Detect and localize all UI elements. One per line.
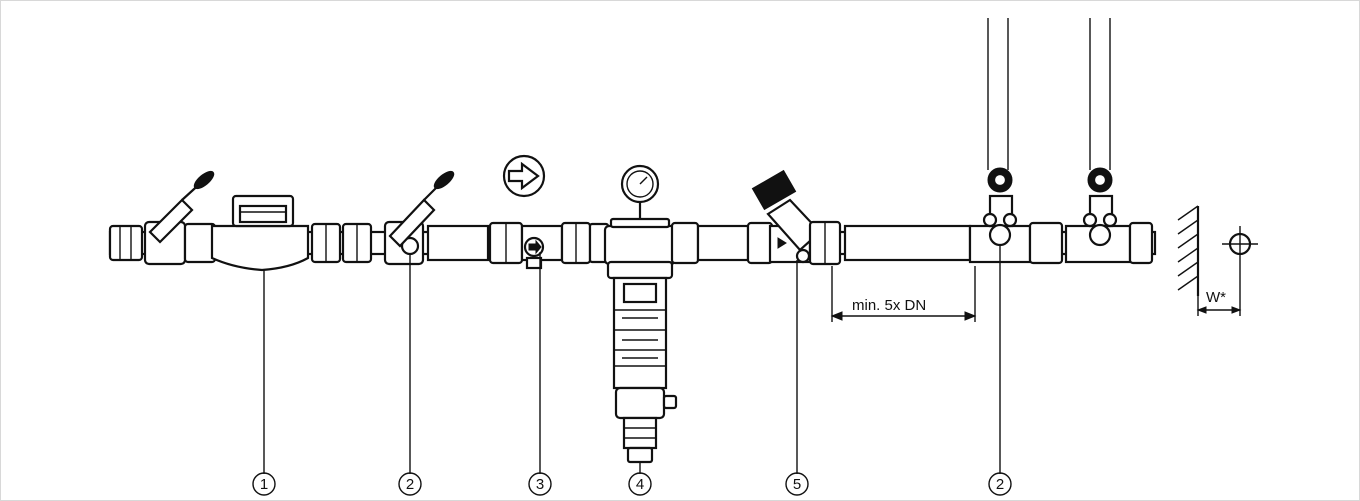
backwash-filter [588,164,692,464]
wall-distance-dimension [1196,262,1242,316]
callout-1-label: 1 [260,476,268,493]
flow-direction-symbol [502,154,546,198]
pipe-section-middle [670,221,774,265]
wall [1177,205,1200,296]
leader-lines [263,246,1001,474]
inlet-coupling [108,224,144,262]
straight-run-pipe [830,224,977,322]
callout-5-label: 5 [793,476,801,493]
callout-2a-label: 2 [406,476,414,493]
water-meter [183,194,373,272]
branch-tee-2 [1064,18,1154,265]
pipe-section-couplings [426,221,524,265]
pressure-reducer [751,169,842,266]
callout-2a: 2 [398,472,422,496]
pipe-cross-section-symbol [1222,226,1258,262]
callout-4-label: 4 [636,476,644,493]
shutoff-valve-2 [383,170,455,266]
callout-5: 5 [785,472,809,496]
callout-3-label: 3 [536,476,544,493]
callout-4: 4 [628,472,652,496]
callout-2b: 2 [988,472,1012,496]
check-valve [520,221,592,270]
callout-1: 1 [252,472,276,496]
callout-3: 3 [528,472,552,496]
dimension-min-label: min. 5x DN [852,297,926,314]
shutoff-valve-left [143,170,215,266]
dimension-wall-label: W* [1206,289,1226,306]
callout-2b-label: 2 [996,476,1004,493]
branch-tee-1 [968,18,1064,265]
